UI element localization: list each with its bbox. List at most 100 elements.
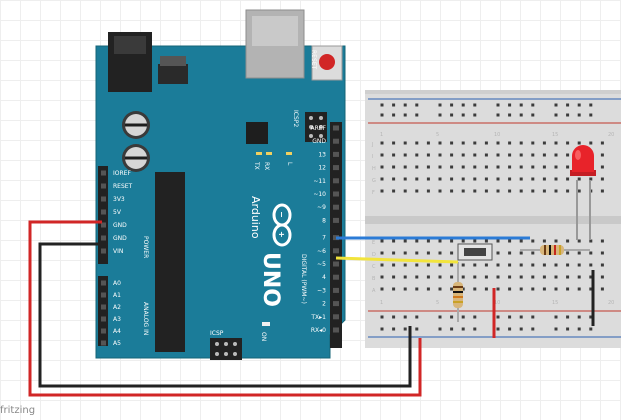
rail-hole xyxy=(380,113,384,117)
tx-led xyxy=(256,152,262,155)
digital-pin-label: 4 xyxy=(322,274,326,281)
rail-hole xyxy=(461,327,465,331)
rail-hole xyxy=(461,103,465,107)
terminal-hole xyxy=(496,275,500,279)
digital-pin[interactable] xyxy=(333,248,339,254)
terminal-hole xyxy=(473,165,477,169)
rx-label: RX xyxy=(263,162,270,170)
rail-hole xyxy=(403,315,407,319)
terminal-hole xyxy=(426,239,430,243)
digital-pin-label: 7 xyxy=(322,235,326,242)
column-number-20-bottom: 20 xyxy=(608,300,614,306)
terminal-hole xyxy=(519,141,523,145)
terminal-hole xyxy=(496,153,500,157)
column-number-5-bottom: 5 xyxy=(436,300,439,306)
black-wire-gnd[interactable] xyxy=(38,242,412,388)
rail-hole xyxy=(554,103,558,107)
icsp-header: ICSP xyxy=(210,330,242,360)
terminal-hole xyxy=(519,263,523,267)
terminal-hole xyxy=(392,189,396,193)
rail-hole xyxy=(392,315,396,319)
rail-hole xyxy=(415,327,419,331)
terminal-hole xyxy=(519,251,523,255)
led-dome xyxy=(572,145,594,172)
digital-pin[interactable] xyxy=(333,287,339,293)
terminal-hole xyxy=(519,287,523,291)
terminal-hole xyxy=(496,263,500,267)
digital-pin[interactable] xyxy=(333,314,339,320)
power-pin[interactable] xyxy=(101,235,106,241)
arduino-brand-text: Arduino xyxy=(249,196,262,239)
rail-hole xyxy=(531,315,535,319)
pushbutton[interactable] xyxy=(457,243,493,261)
terminal-hole xyxy=(496,141,500,145)
rail-hole xyxy=(577,113,581,117)
breadboard-column-numbers: 1 5 10 15 20 1 5 10 15 20 xyxy=(380,132,614,306)
red-wire-5v[interactable] xyxy=(28,220,422,397)
power-pin[interactable] xyxy=(101,196,106,202)
rail-hole xyxy=(403,103,407,107)
voltage-regulator xyxy=(158,64,188,84)
terminal-hole xyxy=(426,177,430,181)
column-number-1: 1 xyxy=(380,132,383,138)
power-pin[interactable] xyxy=(101,222,106,228)
terminal-hole xyxy=(484,189,488,193)
power-pin-label: IOREF xyxy=(113,170,131,177)
terminal-hole xyxy=(508,177,512,181)
l-led xyxy=(286,152,292,155)
terminal-hole xyxy=(542,141,546,145)
terminal-hole xyxy=(496,177,500,181)
digital-pin[interactable] xyxy=(333,204,339,210)
terminal-hole xyxy=(554,153,558,157)
terminal-hole xyxy=(577,251,581,255)
rail-hole xyxy=(589,315,593,319)
terminal-hole xyxy=(577,287,581,291)
terminal-hole xyxy=(600,275,604,279)
pulldown-resistor xyxy=(453,262,463,322)
digital-pin[interactable] xyxy=(333,138,339,144)
terminal-hole xyxy=(566,165,570,169)
yellow-wire-pin7[interactable] xyxy=(335,256,459,264)
digital-pin[interactable] xyxy=(333,301,339,307)
terminal-hole xyxy=(461,287,465,291)
digital-pin[interactable] xyxy=(333,151,339,157)
terminal-hole xyxy=(484,239,488,243)
terminal-hole xyxy=(426,275,430,279)
digital-pin[interactable] xyxy=(333,178,339,184)
terminal-hole xyxy=(589,287,593,291)
terminal-hole xyxy=(519,239,523,243)
power-pin[interactable] xyxy=(101,183,106,189)
power-pin-label: VIN xyxy=(113,248,123,255)
digital-pin[interactable] xyxy=(333,191,339,197)
analog-pin[interactable] xyxy=(101,292,106,298)
terminal-hole xyxy=(438,263,442,267)
digital-pin[interactable] xyxy=(333,274,339,280)
rail-hole xyxy=(496,113,500,117)
rail-hole xyxy=(554,327,558,331)
reset-button-cap[interactable] xyxy=(319,54,335,70)
analog-pin[interactable] xyxy=(101,328,106,334)
power-pin[interactable] xyxy=(101,209,106,215)
power-pin[interactable] xyxy=(101,248,106,254)
analog-pin[interactable] xyxy=(101,304,106,310)
terminal-hole xyxy=(554,287,558,291)
digital-pin[interactable] xyxy=(333,125,339,131)
breadboard-row-letters: J I H G F E D C B A xyxy=(371,142,376,294)
digital-pin[interactable] xyxy=(333,327,339,333)
rail-hole xyxy=(438,327,442,331)
terminal-hole xyxy=(426,153,430,157)
terminal-hole xyxy=(496,239,500,243)
terminal-hole xyxy=(566,177,570,181)
digital-pin[interactable] xyxy=(333,261,339,267)
analog-pin[interactable] xyxy=(101,280,106,286)
digital-pin[interactable] xyxy=(333,217,339,223)
analog-pin[interactable] xyxy=(101,340,106,346)
terminal-hole xyxy=(531,189,535,193)
terminal-hole xyxy=(600,287,604,291)
analog-pin[interactable] xyxy=(101,316,106,322)
power-pin[interactable] xyxy=(101,170,106,176)
terminal-hole xyxy=(403,153,407,157)
terminal-hole xyxy=(392,165,396,169)
digital-pin[interactable] xyxy=(333,165,339,171)
terminal-hole xyxy=(438,239,442,243)
